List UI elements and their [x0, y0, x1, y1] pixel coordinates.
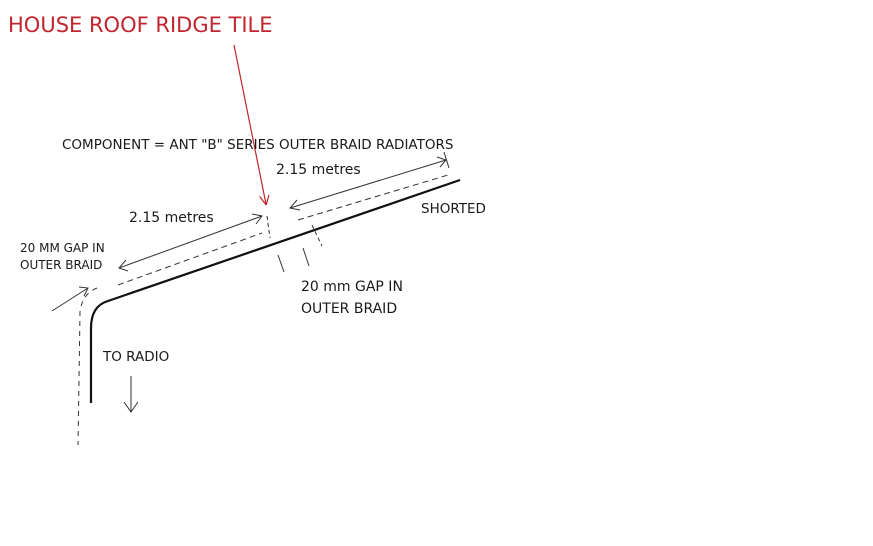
upper-length-label: 2.15 metres — [276, 162, 361, 178]
bend-dashed — [77, 287, 98, 446]
dimension-line-upper — [289, 159, 447, 209]
gap-arrow-left-head — [78, 286, 89, 297]
dimension-line-lower — [118, 215, 263, 269]
left-gap-label-line1: 20 MM GAP IN — [20, 241, 105, 255]
gap-tick — [302, 247, 310, 267]
to-radio-label: TO RADIO — [103, 349, 170, 365]
left-gap-label-line2: OUTER BRAID — [20, 258, 103, 273]
dimension-tick — [443, 151, 450, 169]
component-label: COMPONENT = ANT "B" SERIES OUTER BRAID R… — [62, 137, 454, 153]
main-cable — [89, 178, 461, 403]
mid-gap-label: 20 mm GAP IN OUTER BRAID — [301, 277, 403, 320]
gap-tick — [266, 215, 271, 239]
gap-tick — [277, 254, 285, 273]
title-pointer-arrow — [233, 44, 266, 204]
dimension-arrowhead — [251, 213, 263, 225]
shorted-label: SHORTED — [421, 201, 486, 217]
diagram-title: HOUSE ROOF RIDGE TILE — [8, 13, 273, 37]
dimension-arrowhead — [118, 259, 129, 272]
dimension-arrowhead — [289, 199, 301, 211]
mid-gap-label-line2: OUTER BRAID — [301, 300, 398, 317]
left-gap-label: 20 MM GAP IN OUTER BRAID — [20, 240, 105, 275]
mid-gap-label-line1: 20 mm GAP IN — [301, 279, 403, 295]
ridge-dashed-lower — [117, 232, 263, 286]
gap-tick — [311, 224, 323, 247]
gap-arrow-left — [51, 287, 89, 312]
ridge-dashed-upper — [297, 174, 449, 221]
lower-length-label: 2.15 metres — [129, 210, 214, 226]
to-radio-arrowhead — [123, 401, 139, 413]
